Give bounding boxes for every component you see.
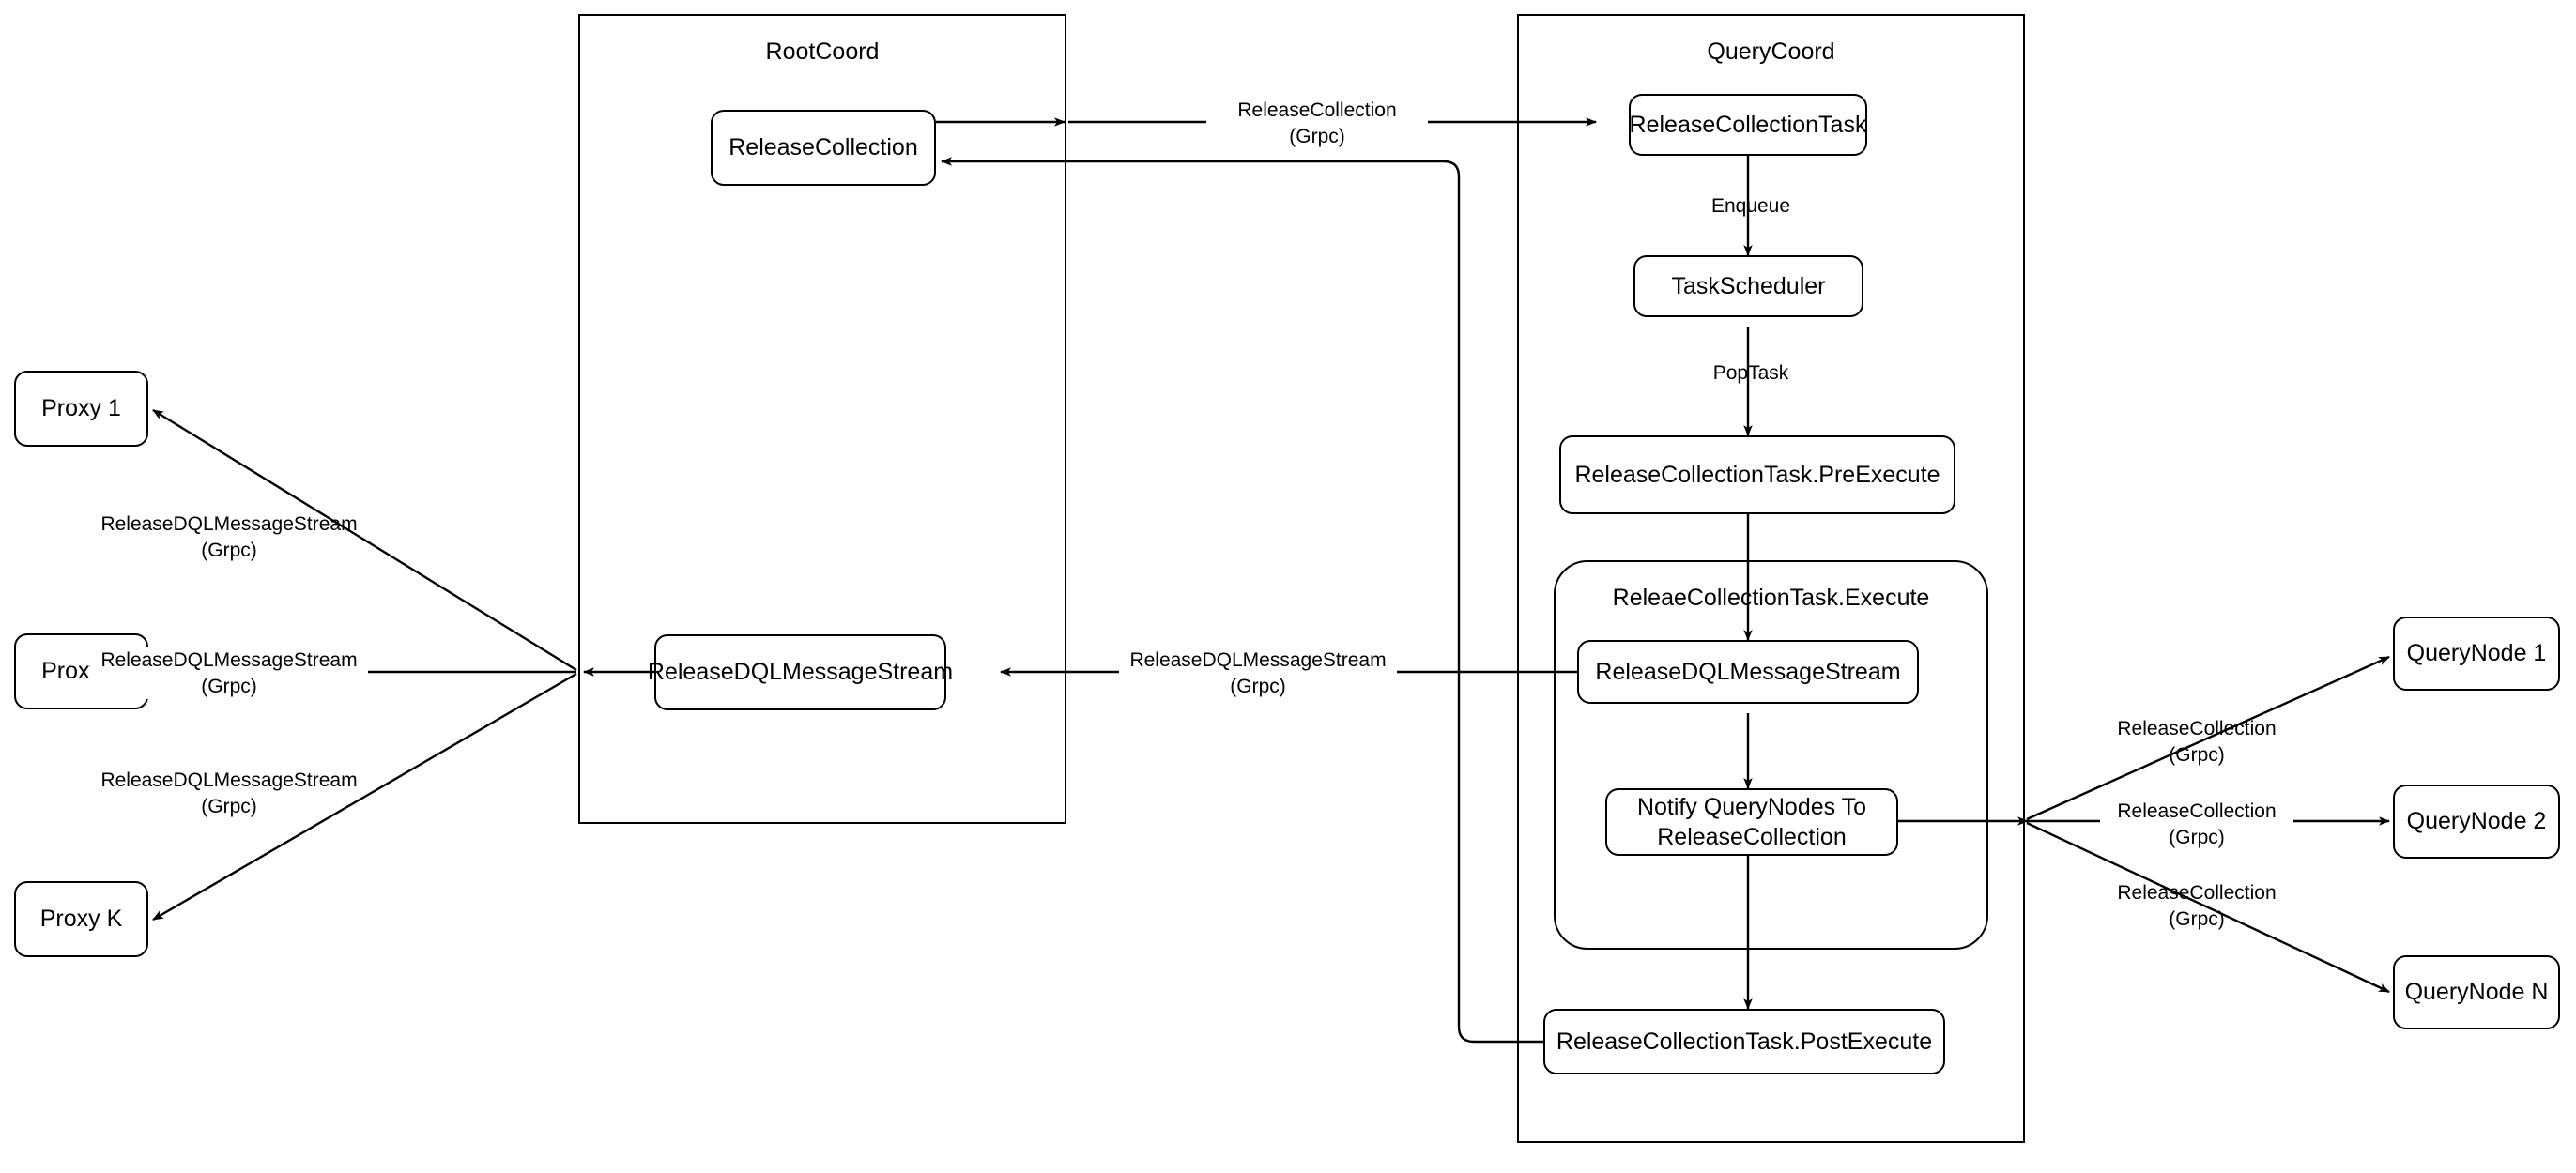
group-rootcoord-title: RootCoord bbox=[765, 38, 880, 65]
node-exec-release-dql-message-stream[interactable]: ReleaseDQLMessageStream bbox=[1577, 640, 1919, 704]
node-task-scheduler-label: TaskScheduler bbox=[1671, 272, 1826, 299]
edge-label-pop-task: PopTask bbox=[1712, 362, 1789, 384]
node-querynode-1-label: QueryNode 1 bbox=[2406, 640, 2547, 667]
edge-label-release-collection-grpc-querynode2: ReleaseCollection (Grpc) bbox=[2100, 799, 2293, 851]
edge-label-release-collection-grpc-top: ReleaseCollection (Grpc) bbox=[1206, 98, 1428, 150]
node-exec-release-dql-message-stream-label: ReleaseDQLMessageStream bbox=[1595, 658, 1901, 685]
node-task-scheduler[interactable]: TaskScheduler bbox=[1633, 255, 1863, 317]
edge-label-release-dql-grpc-proxyk: ReleaseDQLMessageStream (Grpc) bbox=[100, 769, 358, 817]
subgroup-execute-title: ReleaeCollectionTask.Execute bbox=[1612, 585, 1930, 611]
group-rootcoord: RootCoord bbox=[578, 14, 1066, 824]
node-root-release-dql-message-stream-label: ReleaseDQLMessageStream bbox=[647, 659, 954, 686]
node-root-release-collection[interactable]: ReleaseCollection bbox=[711, 110, 936, 186]
edge-label-release-collection-grpc-querynoden: ReleaseCollection (Grpc) bbox=[2117, 882, 2277, 930]
node-release-collection-task-postexecute[interactable]: ReleaseCollectionTask.PostExecute bbox=[1543, 1009, 1945, 1074]
edge-label-release-dql-grpc-mid: ReleaseDQLMessageStream (Grpc) bbox=[1119, 647, 1397, 700]
edge-label-release-dql-grpc-proxy1: ReleaseDQLMessageStream (Grpc) bbox=[100, 513, 358, 561]
node-proxy-1[interactable]: Proxy 1 bbox=[14, 371, 148, 447]
node-release-collection-task-label: ReleaseCollectionTask bbox=[1629, 111, 1867, 138]
edge-label-release-dql-grpc-proxy2: ReleaseDQLMessageStream (Grpc) bbox=[90, 647, 368, 700]
edge-label-release-collection-grpc-querynode1: ReleaseCollection (Grpc) bbox=[2117, 718, 2277, 766]
edge-label-enqueue: Enqueue bbox=[1710, 195, 1791, 217]
node-notify-querynodes-label: Notify QueryNodes To ReleaseCollection bbox=[1636, 793, 1867, 851]
node-proxy-1-label: Proxy 1 bbox=[41, 395, 121, 422]
node-root-release-dql-message-stream[interactable]: ReleaseDQLMessageStream bbox=[648, 634, 953, 710]
node-querynode-2-label: QueryNode 2 bbox=[2406, 808, 2547, 835]
node-querynode-1[interactable]: QueryNode 1 bbox=[2393, 617, 2560, 691]
node-querynode-n-label: QueryNode N bbox=[2404, 979, 2549, 1006]
node-proxy-k[interactable]: Proxy K bbox=[14, 881, 148, 957]
node-release-collection-task-postexecute-label: ReleaseCollectionTask.PostExecute bbox=[1556, 1028, 1933, 1055]
node-release-collection-task-preexecute-label: ReleaseCollectionTask.PreExecute bbox=[1574, 461, 1940, 488]
node-release-collection-task-preexecute[interactable]: ReleaseCollectionTask.PreExecute bbox=[1559, 435, 1955, 514]
node-notify-querynodes-to-release-collection[interactable]: Notify QueryNodes To ReleaseCollection bbox=[1605, 788, 1898, 856]
group-querycoord: QueryCoord bbox=[1517, 14, 2025, 1143]
node-querynode-n[interactable]: QueryNode N bbox=[2393, 955, 2560, 1029]
subgroup-execute: ReleaeCollectionTask.Execute bbox=[1554, 560, 1988, 950]
node-release-collection-task[interactable]: ReleaseCollectionTask bbox=[1629, 94, 1867, 156]
group-querycoord-title: QueryCoord bbox=[1707, 38, 1835, 65]
node-querynode-2[interactable]: QueryNode 2 bbox=[2393, 785, 2560, 859]
node-proxy-k-label: Proxy K bbox=[39, 906, 123, 933]
node-root-release-collection-label: ReleaseCollection bbox=[728, 134, 918, 161]
